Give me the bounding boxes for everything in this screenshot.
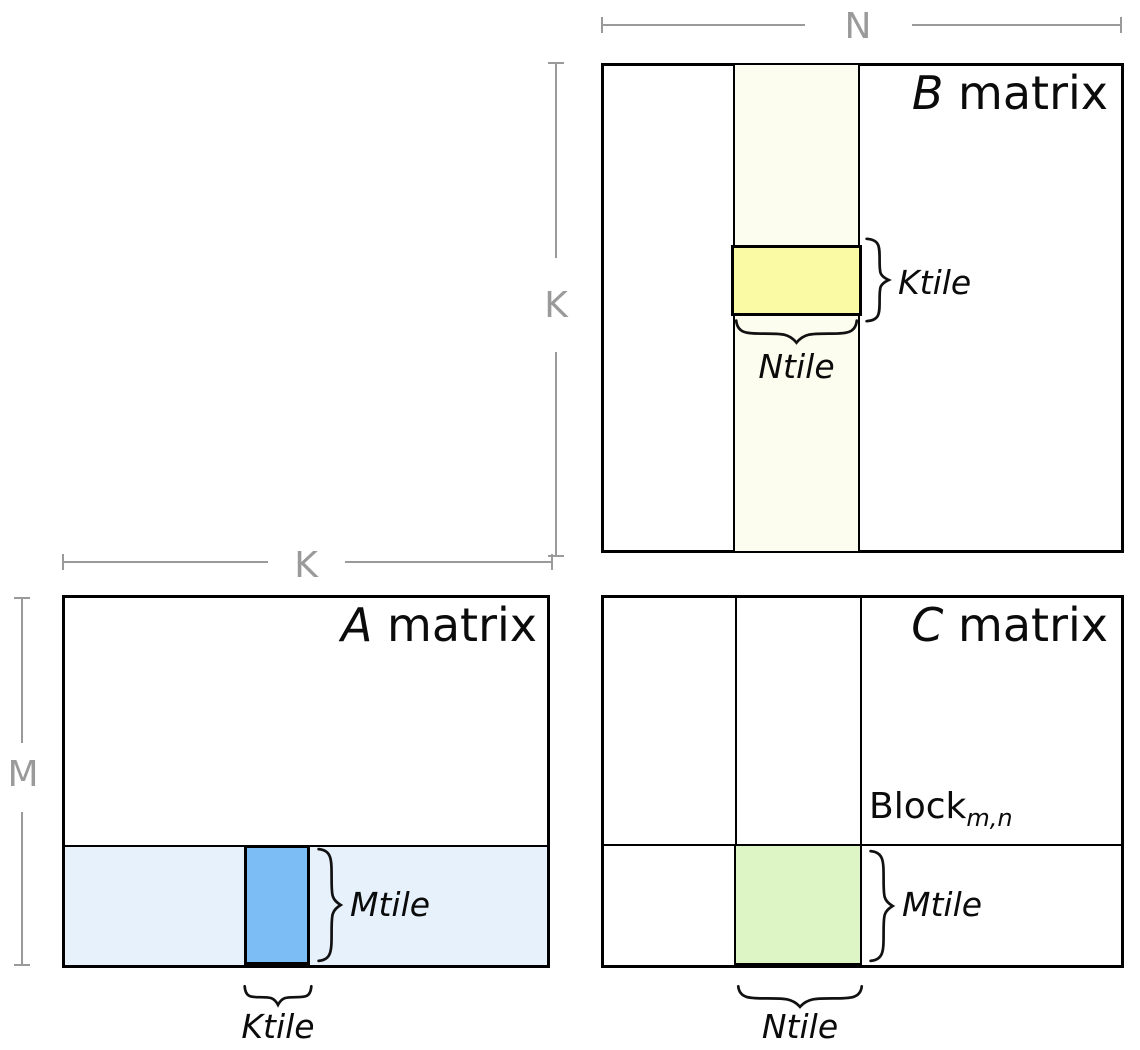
c-mtile-brace: [868, 850, 894, 962]
m-dimension-label: M: [7, 754, 39, 795]
k-a-dimension-label: K: [294, 545, 318, 586]
a-ktile-brace: [244, 984, 312, 1006]
k-b-dimension-tick-top: [548, 62, 564, 64]
b-matrix-word: matrix: [943, 66, 1108, 120]
b-ntile-label: Ntile: [758, 347, 835, 386]
m-dimension-tick-bottom: [14, 964, 30, 966]
a-matrix-title: A matrix: [62, 600, 537, 651]
k-a-dimension-tick-right: [551, 554, 553, 570]
a-mtile-label: Mtile: [350, 885, 431, 924]
n-dimension-tick-left: [601, 17, 603, 33]
c-ntile-brace: [737, 984, 863, 1008]
k-a-dimension-line-right: [345, 561, 553, 563]
a-matrix-word: matrix: [372, 598, 537, 652]
m-dimension-tick-top: [14, 597, 30, 599]
n-dimension-line-left: [602, 24, 805, 26]
c-matrix-letter: C: [911, 598, 944, 652]
k-b-dimension-line-top: [555, 63, 557, 258]
b-ktile-rect: [731, 245, 862, 316]
a-ktile-label: Ktile: [241, 1007, 315, 1046]
c-ntile-label: Ntile: [761, 1007, 839, 1046]
k-b-dimension-label: K: [544, 285, 568, 326]
m-dimension-line-bottom: [21, 812, 23, 966]
c-matrix-box: [601, 595, 1124, 968]
c-block-subscript: m,n: [966, 804, 1013, 833]
k-b-dimension-line-bottom: [555, 352, 557, 556]
k-a-dimension-line-left: [63, 561, 268, 563]
m-dimension-line-top: [21, 598, 23, 743]
b-ntile-brace: [735, 318, 858, 344]
n-dimension-label: N: [844, 6, 872, 47]
b-matrix-box: [601, 63, 1124, 553]
c-matrix-word: matrix: [943, 598, 1108, 652]
a-mtile-rect: [244, 845, 310, 965]
c-column-divider-left: [735, 598, 737, 965]
n-dimension-line-right: [912, 24, 1122, 26]
n-dimension-tick-right: [1120, 17, 1122, 33]
c-block-word: Block: [869, 786, 967, 827]
b-matrix-title: B matrix: [601, 68, 1108, 119]
b-ktile-label: Ktile: [898, 263, 972, 302]
c-mtile-label: Mtile: [902, 885, 983, 924]
a-matrix-letter: A: [340, 598, 373, 652]
b-ktile-brace: [864, 238, 890, 322]
c-column-divider-right: [860, 598, 862, 965]
c-matrix-title: C matrix: [601, 600, 1108, 651]
k-b-dimension-tick-bottom: [548, 555, 564, 557]
c-block-tile-rect: [734, 844, 862, 965]
k-a-dimension-tick-left: [62, 554, 64, 570]
c-row-divider: [604, 844, 1121, 846]
c-block-label: Blockm,n: [869, 785, 1013, 833]
b-matrix-letter: B: [911, 66, 944, 120]
a-mtile-brace: [316, 848, 342, 962]
